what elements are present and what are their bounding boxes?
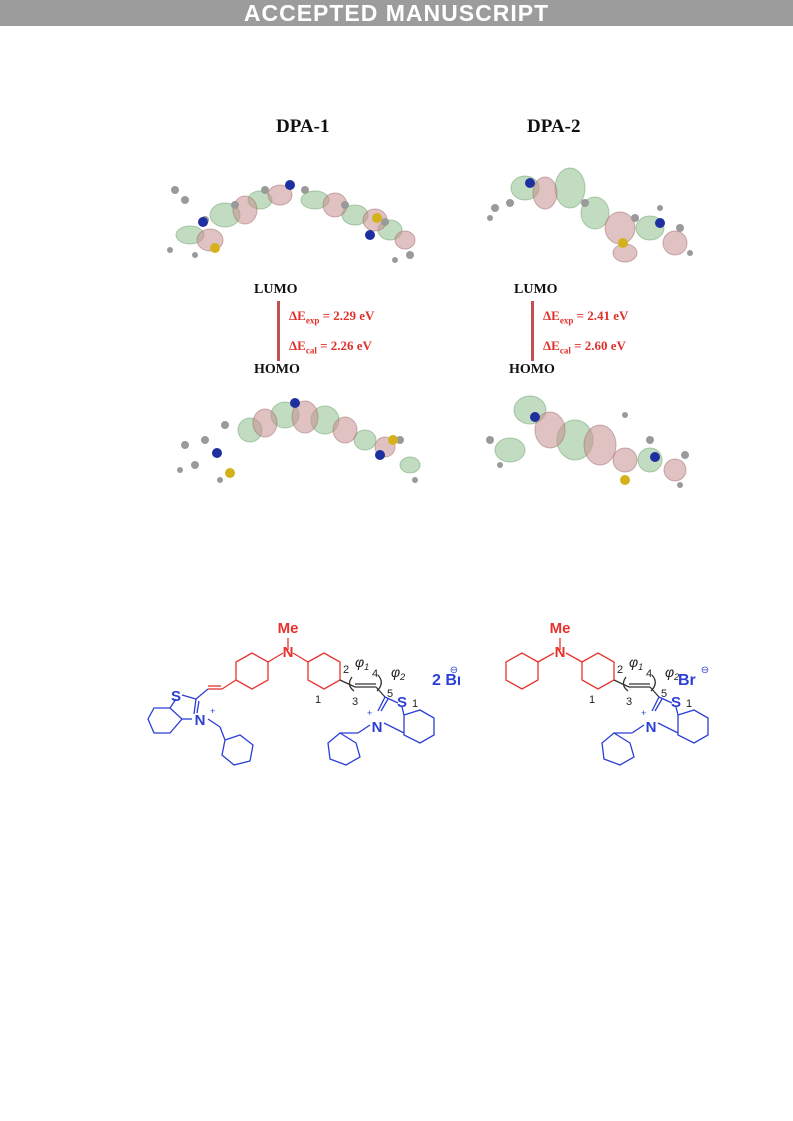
dpa1-counterion: 2 Br: [432, 672, 460, 689]
dpa1-s-right-label: S: [397, 694, 407, 711]
dpa2-phi2: φ2: [665, 664, 679, 682]
dpa1-nplus-left: +: [210, 706, 215, 716]
dpa1-gap-cal: ΔEcal = 2.26 eV: [289, 338, 372, 356]
dpa1-n-right-label: N: [372, 719, 383, 736]
dpa2-counterion-charge: ⊖: [701, 665, 709, 676]
dpa2-num-3: 3: [626, 696, 632, 708]
dpa1-num-3: 3: [352, 696, 358, 708]
dpa2-me-label: Me: [550, 620, 571, 637]
dpa1-n-donor-label: N: [283, 644, 294, 661]
dpa2-num-1: 1: [589, 694, 595, 706]
dpa1-counterion-charge: ⊖: [450, 665, 458, 676]
dpa2-num-4: 4: [646, 668, 652, 680]
dpa1-num-5: 5: [387, 688, 393, 700]
dpa1-homo-orbital-image: [177, 398, 421, 483]
dpa2-phi1: φ1: [629, 654, 643, 672]
dpa2-num-5: 5: [661, 688, 667, 700]
dpa2-lumo-label: LUMO: [514, 282, 558, 297]
dpa2-chemical-structure: Me N S N + Br ⊖ 1 2 3 4 5 1 φ1 φ2: [505, 620, 709, 766]
dpa2-gap-cal: ΔEcal = 2.60 eV: [543, 338, 626, 356]
dpa1-phi2: φ2: [391, 664, 405, 682]
dpa2-gap-bar: [531, 301, 534, 361]
dpa1-gap-bar: [277, 301, 280, 361]
dpa1-num-4: 4: [372, 668, 378, 680]
accepted-manuscript-banner: ACCEPTED MANUSCRIPT: [0, 0, 793, 26]
dpa2-counterion: Br: [678, 672, 696, 689]
dpa2-s-label: S: [671, 694, 681, 711]
dpa1-num-1b: 1: [412, 698, 418, 710]
dpa1-s-left-label: S: [171, 688, 181, 705]
dpa1-n-left-label: N: [195, 712, 206, 729]
dpa2-nplus: +: [641, 708, 646, 718]
dpa1-lumo-label: LUMO: [254, 282, 298, 297]
dpa2-n-label: N: [646, 719, 657, 736]
dpa2-title: DPA-2: [527, 116, 581, 137]
dpa2-lumo-orbital-image: [487, 167, 693, 263]
dpa1-homo-label: HOMO: [254, 362, 300, 377]
dpa1-me-label: Me: [278, 620, 299, 637]
dpa1-lumo-orbital-image: [167, 180, 416, 263]
dpa2-n-donor-label: N: [555, 644, 566, 661]
dpa1-gap-exp: ΔEexp = 2.29 eV: [289, 308, 375, 326]
dpa1-nplus-right: +: [367, 708, 372, 718]
dpa1-chemical-structure: Me N S N + S N + 2 Br ⊖ 1 2 3 4 5 1 φ1 φ…: [147, 620, 460, 766]
dpa1-num-1: 1: [315, 694, 321, 706]
dpa1-phi1: φ1: [355, 654, 369, 672]
dpa2-num-1b: 1: [686, 698, 692, 710]
dpa1-title: DPA-1: [276, 116, 330, 137]
dpa1-num-2: 2: [343, 664, 349, 676]
dpa2-homo-label: HOMO: [509, 362, 555, 377]
dpa2-num-2: 2: [617, 664, 623, 676]
dpa2-homo-orbital-image: [486, 395, 689, 488]
dpa2-gap-exp: ΔEexp = 2.41 eV: [543, 308, 629, 326]
